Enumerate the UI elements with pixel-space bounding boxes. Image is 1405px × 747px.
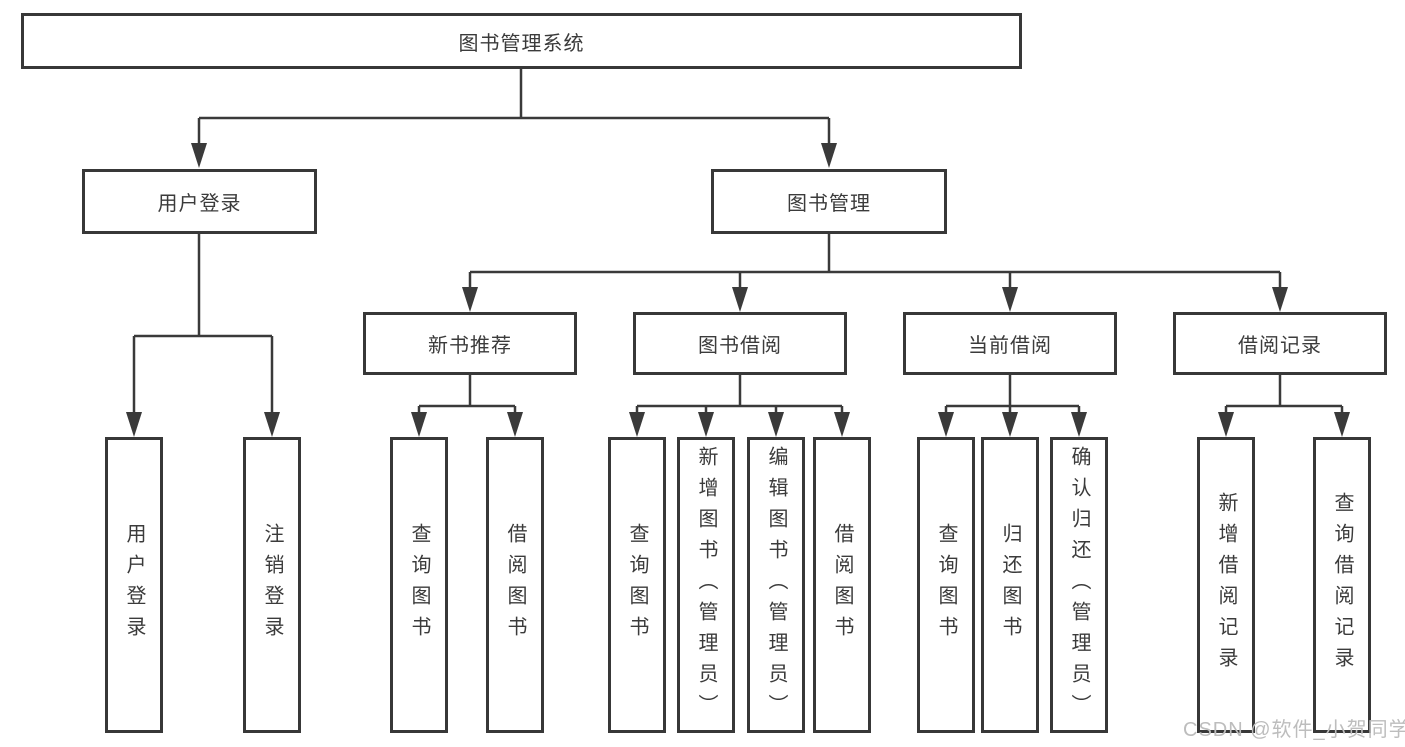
leaf-query-books-current: 查询图书 xyxy=(917,437,975,733)
node-label: 借阅图书 xyxy=(831,523,853,647)
node-user-login: 用户登录 xyxy=(82,169,317,234)
node-label: 图书借阅 xyxy=(698,335,782,357)
node-label: 查询图书 xyxy=(626,523,648,647)
leaf-edit-book-admin: 编辑图书（管理员） xyxy=(747,437,805,733)
node-label: 当前借阅 xyxy=(968,335,1052,357)
node-label: 确认归还（管理员） xyxy=(1068,445,1090,725)
leaf-confirm-return-admin: 确认归还（管理员） xyxy=(1050,437,1108,733)
node-label: 新书推荐 xyxy=(428,335,512,357)
leaf-return-books: 归还图书 xyxy=(981,437,1039,733)
node-label: 查询图书 xyxy=(935,523,957,647)
node-label: 图书管理系统 xyxy=(458,32,585,55)
leaf-borrow-books-recommend: 借阅图书 xyxy=(486,437,544,733)
node-label: 图书管理 xyxy=(787,193,871,215)
leaf-add-book-admin: 新增图书（管理员） xyxy=(677,437,735,733)
node-library-management-system: 图书管理系统 xyxy=(21,13,1022,69)
node-new-book-recommendation: 新书推荐 xyxy=(363,312,577,375)
node-label: 借阅记录 xyxy=(1238,335,1322,357)
node-book-borrowing: 图书借阅 xyxy=(633,312,847,375)
node-label: 用户登录 xyxy=(157,193,242,215)
leaf-borrow-books: 借阅图书 xyxy=(813,437,871,733)
leaf-add-borrow-record: 新增借阅记录 xyxy=(1197,437,1255,733)
node-label: 新增图书（管理员） xyxy=(695,445,717,725)
node-label: 注销登录 xyxy=(261,523,283,647)
arrowhead-icons xyxy=(126,143,1350,437)
node-label: 查询借阅记录 xyxy=(1331,492,1353,678)
node-label: 用户登录 xyxy=(123,523,145,647)
node-label: 编辑图书（管理员） xyxy=(765,445,787,725)
node-label: 归还图书 xyxy=(999,523,1021,647)
node-book-management: 图书管理 xyxy=(711,169,947,234)
node-label: 借阅图书 xyxy=(504,523,526,647)
leaf-user-login: 用户登录 xyxy=(105,437,163,733)
node-current-borrowing: 当前借阅 xyxy=(903,312,1117,375)
leaf-query-books-borrowing: 查询图书 xyxy=(608,437,666,733)
node-borrowing-records: 借阅记录 xyxy=(1173,312,1387,375)
csdn-watermark: CSDN @软件_小贺同学 xyxy=(1183,719,1405,741)
leaf-query-borrow-record: 查询借阅记录 xyxy=(1313,437,1371,733)
leaf-query-books-recommend: 查询图书 xyxy=(390,437,448,733)
node-label: 查询图书 xyxy=(408,523,430,647)
leaf-logout: 注销登录 xyxy=(243,437,301,733)
node-label: 新增借阅记录 xyxy=(1215,492,1237,678)
